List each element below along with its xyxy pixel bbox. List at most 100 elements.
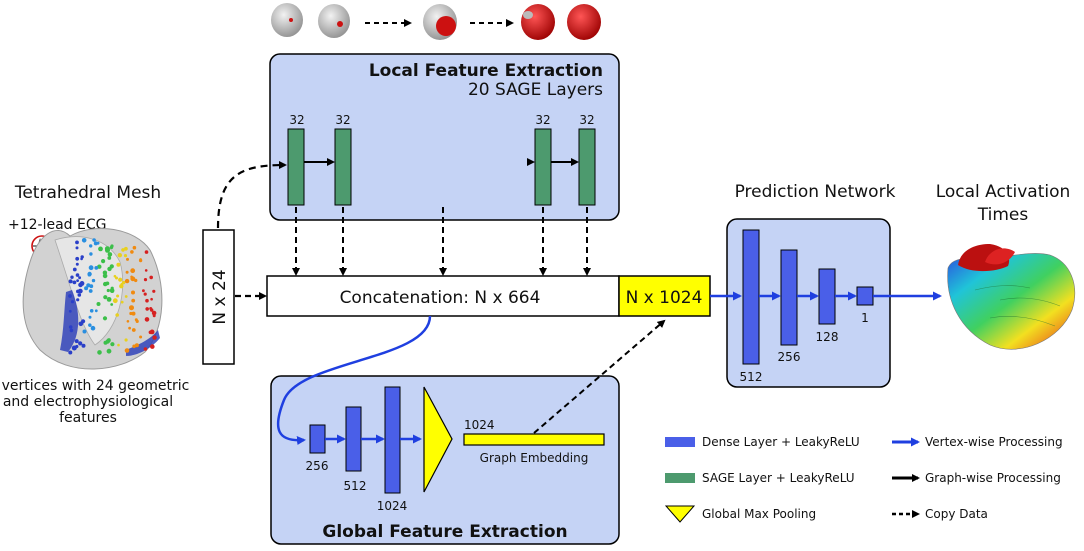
local-feature-title: Local Feature Extraction [369,61,603,81]
mesh-vertex-dot [132,245,137,250]
prediction-panel [726,218,891,388]
mesh-vertex-dot [115,313,119,317]
prediction-dense-layer-2 [780,249,798,346]
mesh-vertex-dot [112,298,118,304]
sage-layer-4-size: 32 [579,113,594,127]
mesh-vertex-dot [117,343,120,347]
mesh-vertex-dot [129,311,133,316]
mesh-vertex-dot [145,298,149,303]
input-to-local-arrow [216,161,287,229]
output-title-line2: Times [977,205,1029,225]
mesh-vertex-dot [78,276,81,280]
mesh-vertex-dot [138,258,143,263]
mesh-title: Tetrahedral Mesh [14,183,161,203]
mesh-vertex-dot [75,273,80,277]
mesh-vertex-dot [124,278,130,284]
input-vector-box [202,229,235,365]
mesh-vertex-dot [144,317,150,322]
heart-thumbnail-4 [521,4,555,40]
mesh-vertex-dot [72,280,77,285]
mesh-caption-line3: features [59,410,117,426]
mesh-vertex-dot [102,273,108,279]
mesh-vertex-dot [126,257,129,261]
mesh-vertex-dot [88,265,94,271]
mesh-vertex-dot [76,289,80,294]
concatenation-box [266,275,620,317]
mesh-vertex-dot [152,314,156,318]
mesh-vertex-dot [124,295,128,298]
mesh-vertex-dot [77,293,82,297]
mesh-vertex-dot [89,309,94,313]
legend-graph-label: Graph-wise Processing [925,471,1061,485]
mesh-vertex-dot [121,280,126,285]
mesh-vertex-dot [68,350,73,355]
mesh-vertex-dot [92,238,96,242]
mesh-vertex-dot [91,278,96,283]
mesh-vertex-dot [110,289,115,293]
mesh-caption-line2: and electrophysiological [3,394,173,410]
mesh-vertex-dot [110,286,114,290]
mesh-vertex-dot [76,279,79,282]
output-title-line1: Local Activation [936,182,1071,202]
activation-map-heart [947,244,1076,350]
mesh-vertex-dot [87,283,91,287]
mesh-vertex-dot [103,281,108,287]
legend-dense-label: Dense Layer + LeakyReLU [702,435,860,449]
global-layer-3-size: 1024 [377,499,408,513]
mesh-vertex-dot [68,309,72,313]
legend-pool-swatch [664,505,696,523]
global-layer-2-size: 512 [344,479,367,493]
mesh-vertex-dot [68,279,73,284]
mesh-vertex-dot [110,303,114,306]
mesh-vertex-dot [143,347,148,351]
sage-layer-1-size: 32 [289,113,304,127]
mesh-vertex-dot [131,298,136,303]
mesh-vertex-dot [89,252,93,256]
mesh-vertex-dot [124,348,130,353]
mesh-vertex-dot [68,294,72,298]
feature-vector-box [618,275,711,317]
mesh-vertex-dot [107,252,113,257]
mesh-image [22,228,163,370]
mesh-vertex-dot [97,264,102,269]
mesh-vertex-dot [101,259,106,264]
prediction-title: Prediction Network [735,182,896,202]
mesh-vertex-dot [142,289,145,293]
mesh-vertex-dot [144,250,149,254]
mesh-vertex-dot [90,325,96,331]
mesh-vertex-dot [89,284,94,289]
input-vector-label: N x 24 [210,269,230,324]
local-feature-subtitle: 20 SAGE Layers [468,80,603,100]
mesh-vertex-dot [75,246,79,250]
mesh-vertex-dot [143,278,148,282]
mesh-vertex-dot [128,326,132,330]
mesh-vertex-dot [149,275,153,280]
sage-layer-3-size: 32 [535,113,550,127]
mesh-vertex-dot [84,286,89,291]
legend-copy-label: Copy Data [925,507,988,521]
mesh-vertex-dot [96,302,101,306]
mesh-vertex-dot [130,250,134,254]
feature-vector-label: N x 1024 [626,288,703,308]
mesh-vertex-dot [116,294,120,298]
graph-embedding-size: 1024 [464,418,495,432]
global-dense-layer-2 [345,406,362,472]
mesh-vertex-dot [109,245,114,250]
legend-dense-swatch [665,437,695,447]
graph-embedding-bar [463,433,605,446]
local-feature-panel [269,53,620,221]
global-dense-layer-3 [384,386,401,494]
mesh-vertex-dot [134,318,138,322]
prediction-dense-layer-4 [856,286,874,306]
mesh-vertex-dot [80,255,84,259]
mesh-vertex-dot [113,274,117,278]
mesh-vertex-dot [96,241,100,245]
mesh-vertex-dot [94,266,99,270]
mesh-vertex-dot [70,275,74,279]
concat-to-global-arrow [276,315,432,446]
mesh-vertex-dot [115,276,118,280]
mesh-vertex-dot [150,297,153,301]
mesh-vertex-dot [126,320,130,323]
graph-embedding-label: Graph Embedding [480,451,589,465]
mesh-vertex-dot [78,321,84,327]
